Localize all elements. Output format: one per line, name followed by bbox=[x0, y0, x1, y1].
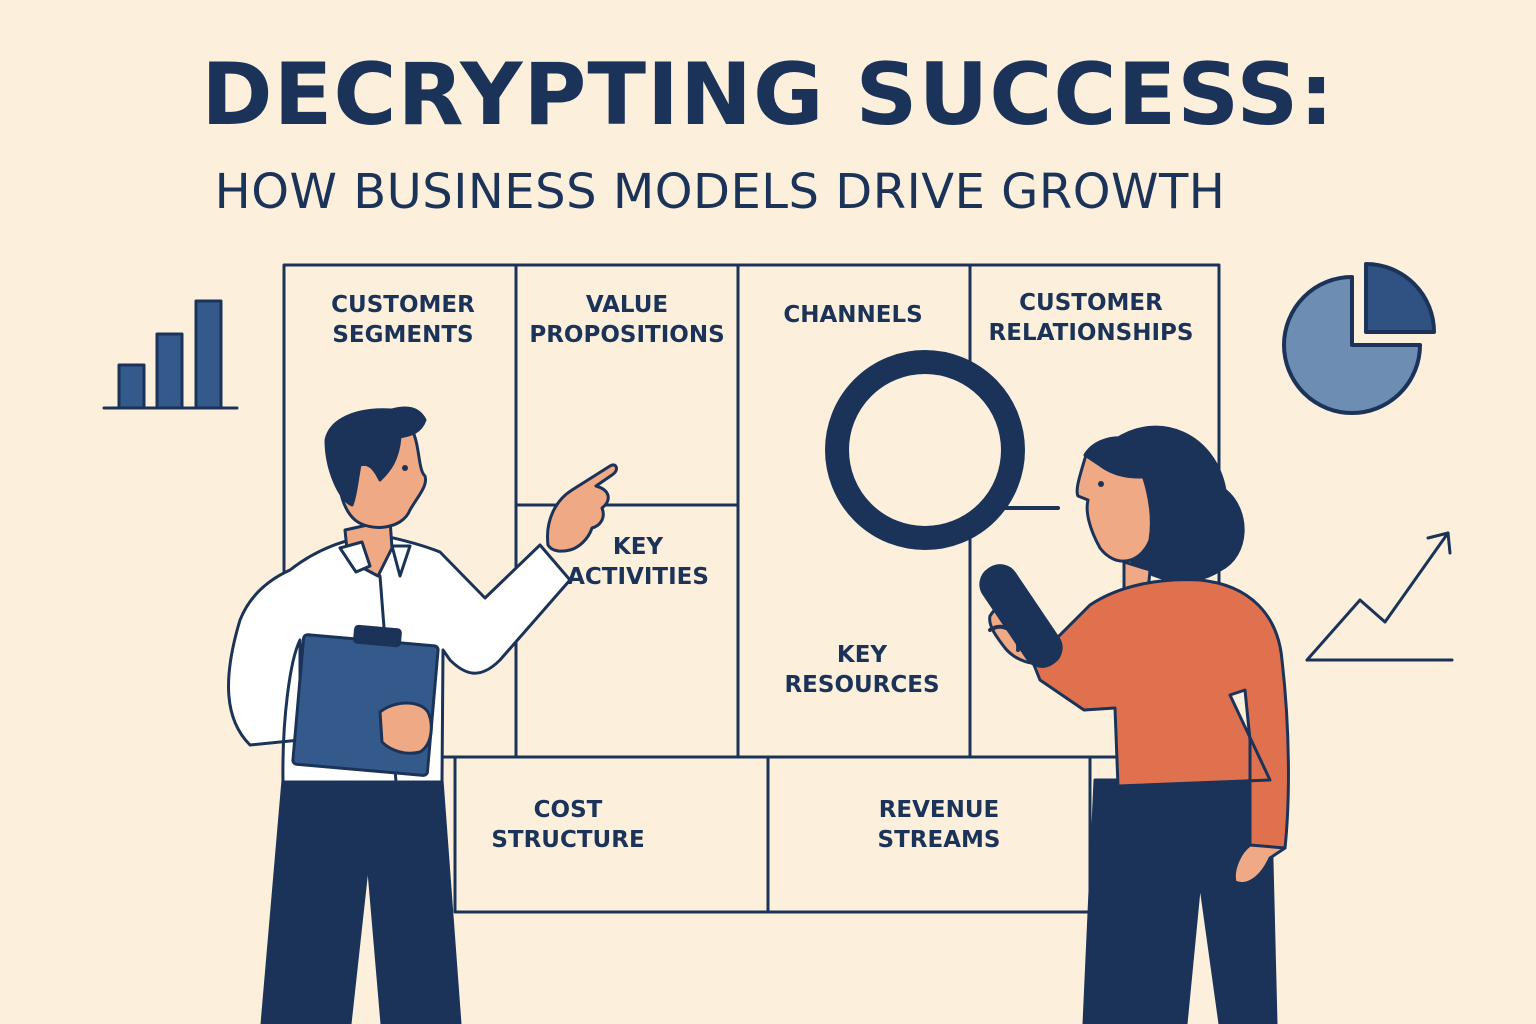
woman-figure bbox=[988, 425, 1290, 1024]
magnifying-glass-icon bbox=[825, 350, 1063, 668]
channels-label: CHANNELS bbox=[783, 302, 923, 328]
man-figure bbox=[227, 406, 618, 1024]
pie-chart-icon bbox=[1282, 262, 1436, 415]
bar-chart-icon bbox=[102, 299, 239, 410]
page-title: DECRYPTING SUCCESS: bbox=[201, 45, 1335, 145]
page-subtitle: HOW BUSINESS MODELS DRIVE GROWTH bbox=[214, 164, 1226, 220]
trend-arrow-icon bbox=[1305, 531, 1454, 662]
